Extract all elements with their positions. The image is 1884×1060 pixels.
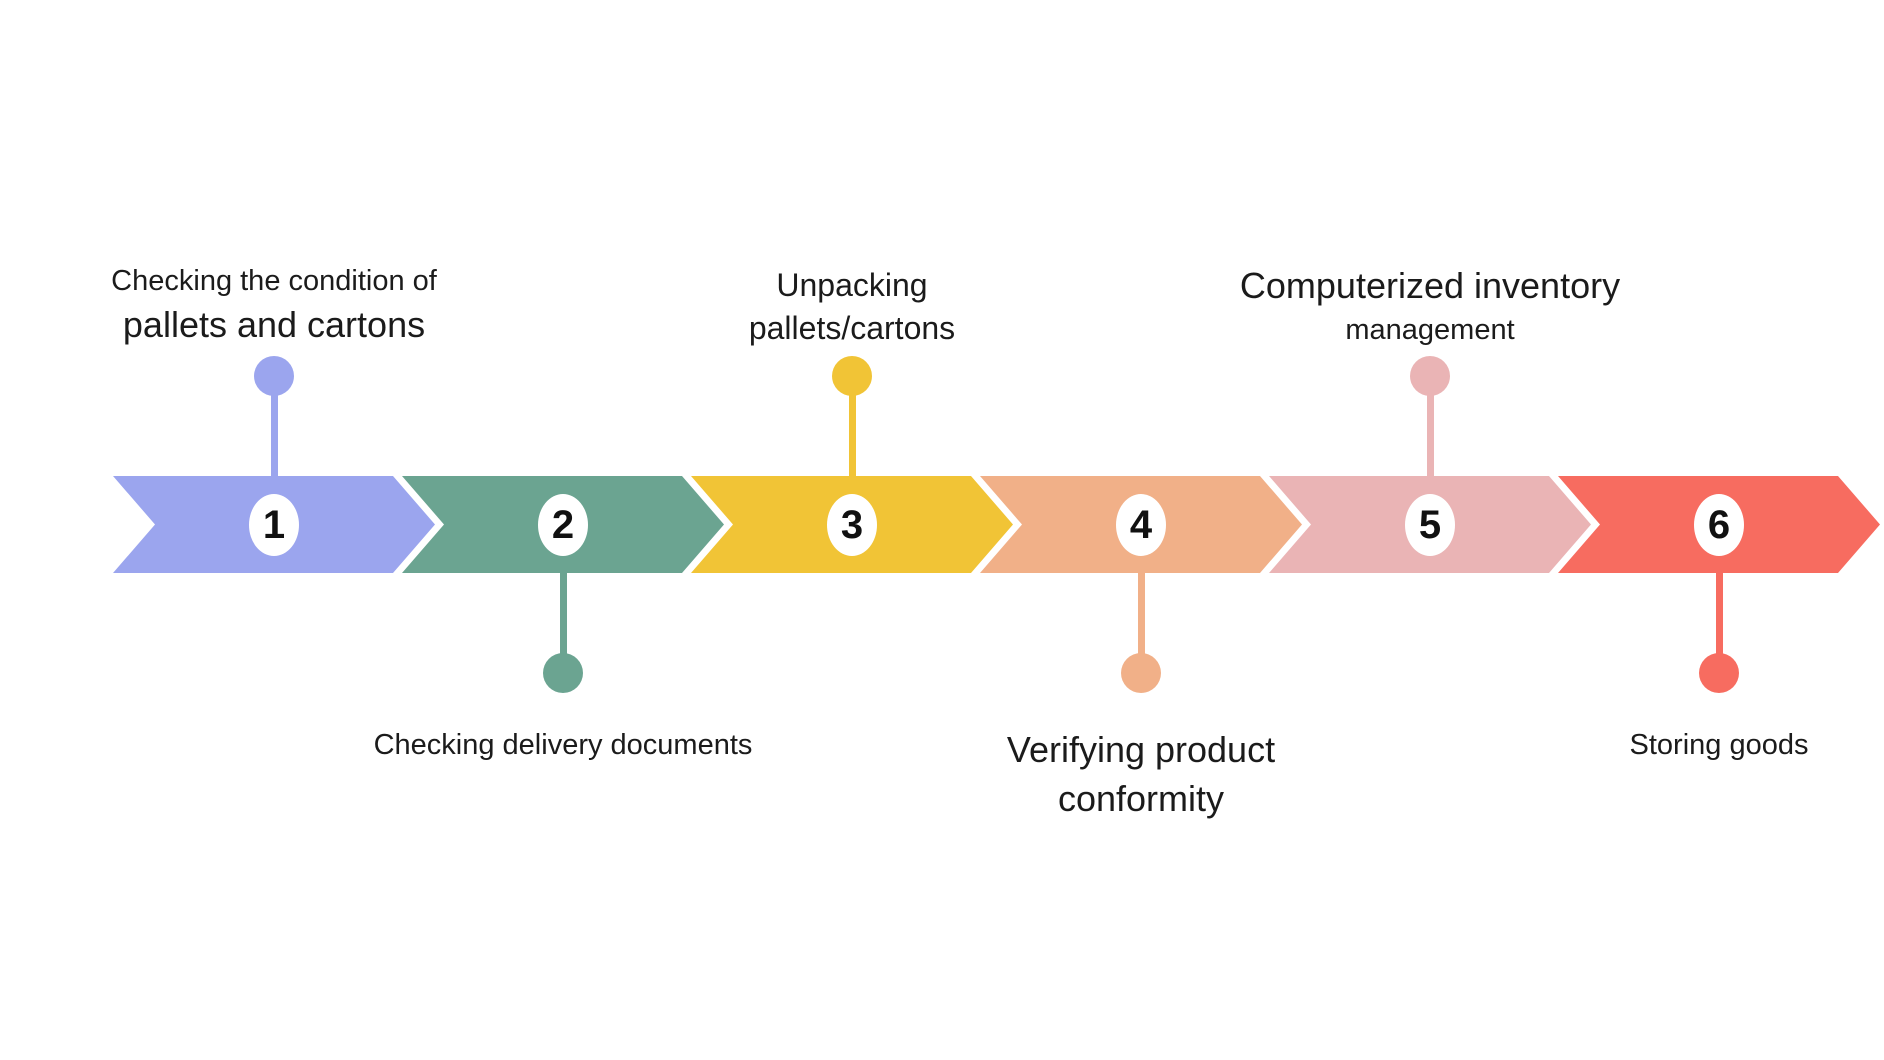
step-3-number: 3	[840, 502, 864, 547]
step-5: Computerized inventory management 5	[1240, 0, 1620, 1060]
step-4-label: Verifying product conformity	[1007, 726, 1275, 823]
step-2-label-line-1: Checking delivery documents	[373, 729, 753, 761]
step-6-number: 6	[1707, 502, 1731, 547]
step-1-label: Checking the condition of pallets and ca…	[111, 262, 437, 350]
step-5-label: Computerized inventory management	[1240, 262, 1620, 350]
step-6-number-badge: 6	[1694, 494, 1744, 556]
step-2-number-badge: 2	[538, 494, 588, 556]
step-4-connector-dot	[1121, 653, 1161, 693]
step-4-number: 4	[1129, 502, 1153, 547]
step-3-number-badge: 3	[827, 494, 877, 556]
step-2-number: 2	[551, 502, 575, 547]
step-2-arrow: 2	[402, 476, 724, 573]
step-6-label-line-1: Storing goods	[1629, 729, 1809, 761]
step-6-connector-dot	[1699, 653, 1739, 693]
step-2: 2 Checking delivery documents	[374, 0, 752, 1060]
step-6-connector-line	[1715, 573, 1723, 671]
step-4-number-badge: 4	[1116, 494, 1166, 556]
step-2-connector-line	[559, 573, 567, 671]
step-5-number: 5	[1418, 502, 1442, 547]
step-5-number-badge: 5	[1405, 494, 1455, 556]
step-3-label-line-1: Unpacking	[776, 266, 928, 303]
step-4-label-line-1: Verifying product	[1006, 729, 1276, 770]
step-1-number: 1	[262, 502, 286, 547]
step-1: Checking the condition of pallets and ca…	[111, 0, 437, 1060]
step-2-label: Checking delivery documents	[374, 726, 753, 765]
step-3-connector-line	[848, 378, 856, 477]
step-5-connector-line	[1426, 378, 1434, 477]
step-4-connector-line	[1137, 573, 1145, 671]
step-4-arrow: 4	[980, 476, 1302, 573]
step-3: Unpacking pallets/cartons 3	[691, 0, 1013, 1060]
step-3-label-line-2: pallets/cartons	[748, 309, 956, 346]
step-1-arrow: 1	[113, 476, 435, 573]
step-3-arrow: 3	[691, 476, 1013, 573]
step-1-number-badge: 1	[249, 494, 299, 556]
step-5-arrow: 5	[1269, 476, 1591, 573]
step-6: 6 Storing goods	[1558, 0, 1880, 1060]
step-1-connector-line	[270, 378, 278, 477]
step-6-label: Storing goods	[1630, 726, 1809, 765]
step-1-label-line-2: pallets and cartons	[122, 304, 426, 346]
step-3-label: Unpacking pallets/cartons	[749, 264, 955, 350]
step-4: 4 Verifying product conformity	[980, 0, 1302, 1060]
step-4-label-line-2: conformity	[1057, 777, 1225, 819]
step-5-label-line-1: Computerized inventory	[1239, 265, 1621, 307]
step-1-label-line-1: Checking the condition of	[111, 265, 437, 298]
step-6-arrow: 6	[1558, 476, 1880, 573]
step-5-label-line-2: management	[1345, 313, 1515, 346]
step-2-connector-dot	[543, 653, 583, 693]
